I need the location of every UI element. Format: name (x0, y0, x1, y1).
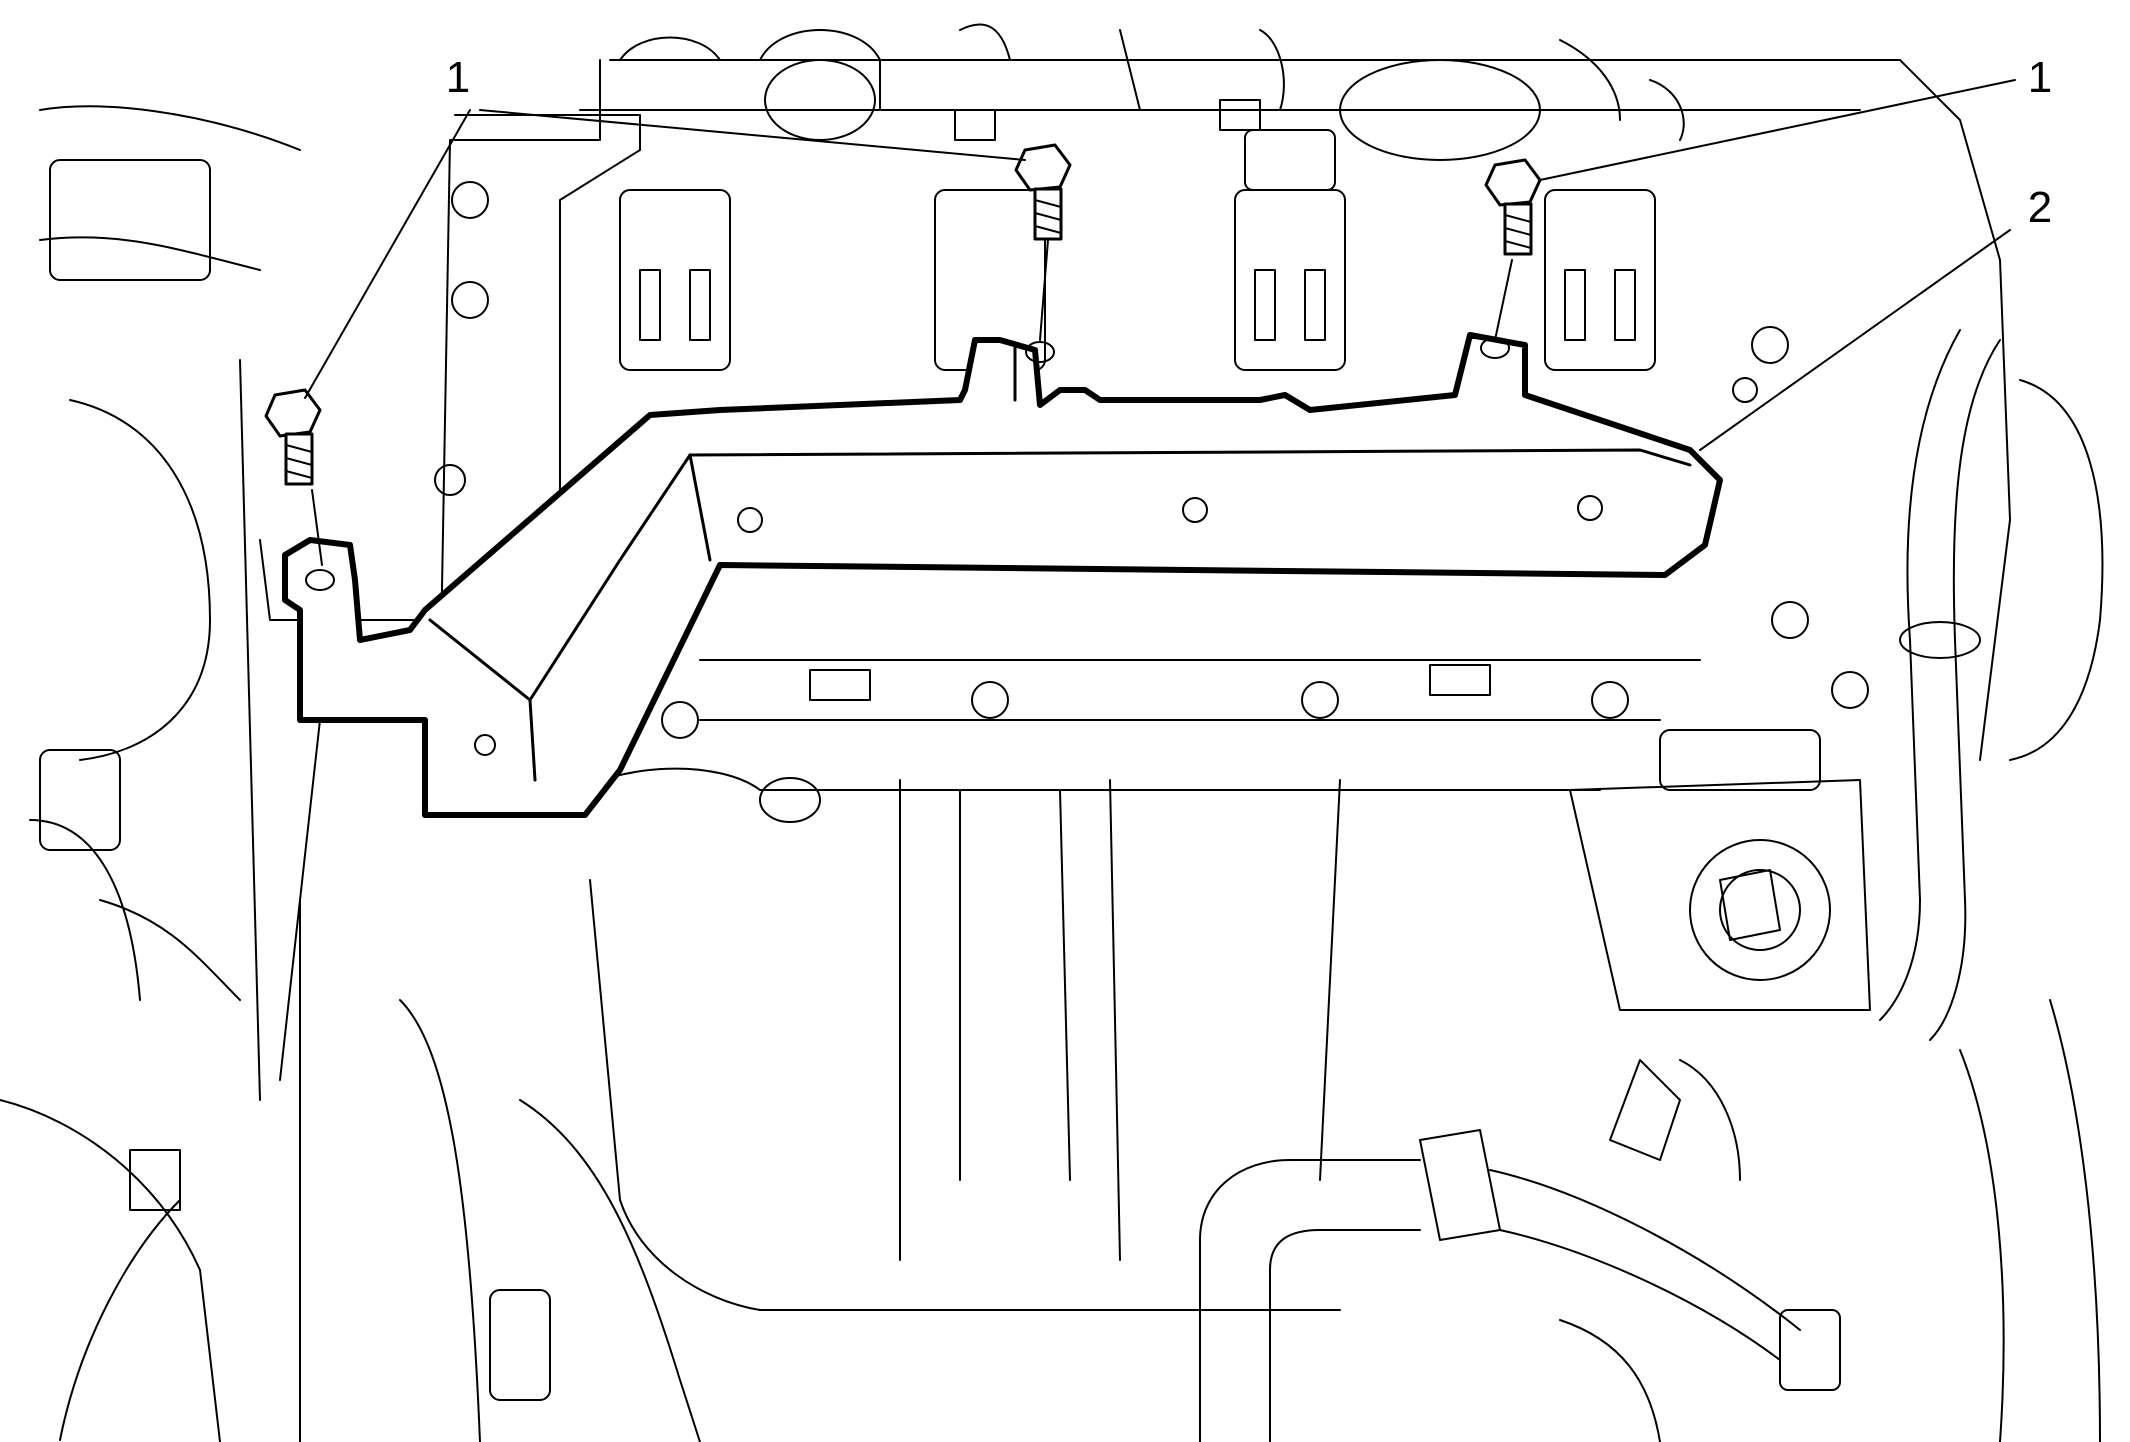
bolt-left (264, 388, 323, 566)
bolt-right (1484, 158, 1542, 341)
callout-bolt-right-label: 1 (2028, 53, 2052, 102)
callout-leaders (304, 79, 2016, 451)
callout-bolt-left-label: 1 (446, 53, 470, 102)
callout-cover-label: 2 (2028, 183, 2052, 232)
bolt-center (1014, 143, 1072, 341)
engine-background (0, 23, 2104, 1442)
engine-cover (282, 332, 1723, 818)
